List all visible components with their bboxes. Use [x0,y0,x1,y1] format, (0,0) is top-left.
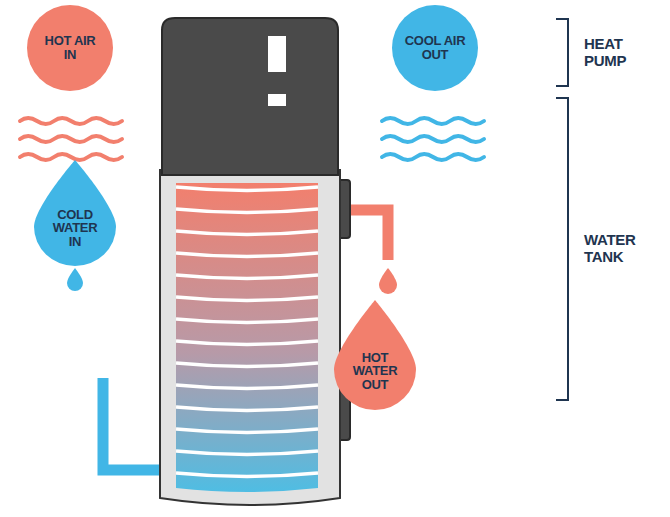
node-label: HOT WATER OUT [345,351,405,392]
bracket [556,98,568,400]
cold-water-pipe [103,378,162,470]
air-circle: COOL AIR OUT [392,5,478,91]
tank-water [176,183,318,492]
water-drop: COLD WATER IN [34,160,116,266]
hot-water-pipe [345,210,388,260]
bracket [556,19,568,86]
hot-air-waves [20,118,122,160]
water-drop: HOT WATER OUT [334,300,416,410]
heat-pump-unit [162,18,338,175]
air-circle: HOT AIR IN [27,5,113,91]
tank-body [160,170,340,505]
node-label: HOT AIR IN [39,34,101,61]
section-label: HEAT PUMP [584,36,644,69]
vent [268,94,286,106]
water-drop [379,268,397,294]
display-panel [268,36,286,72]
node-label: COOL AIR OUT [404,34,466,61]
heating-coil [176,183,318,492]
section-label: WATER TANK [584,232,644,265]
node-label: COLD WATER IN [45,208,105,249]
drop-outline [334,300,416,410]
water-drop [67,268,83,291]
cool-air-waves [382,118,484,160]
drop-outline [34,160,116,266]
